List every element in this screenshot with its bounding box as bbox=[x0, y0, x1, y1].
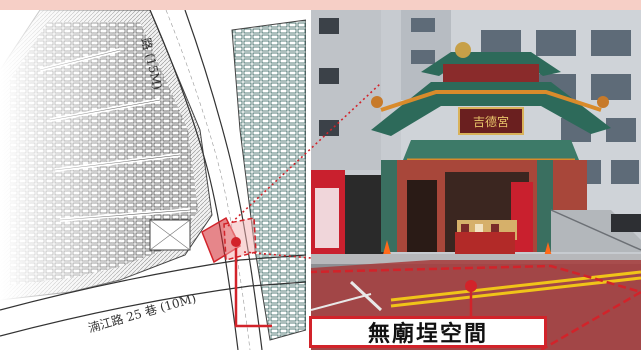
no-plaza-caption: 無廟埕空間 bbox=[309, 316, 547, 348]
cadastral-map-panel: 路 (15M) 湳江路 25 巷 (10M) bbox=[0, 10, 306, 350]
plaza-dashed-outline bbox=[311, 264, 641, 350]
plaza-marker bbox=[231, 237, 241, 247]
temple-plaque: 吉德宮 bbox=[473, 114, 509, 129]
header-band bbox=[0, 0, 641, 10]
photo-drawing: 吉德宮 bbox=[311, 10, 641, 350]
photo-plaza-marker bbox=[465, 280, 477, 292]
temple-street-photo: 吉德宮 bbox=[311, 10, 641, 350]
